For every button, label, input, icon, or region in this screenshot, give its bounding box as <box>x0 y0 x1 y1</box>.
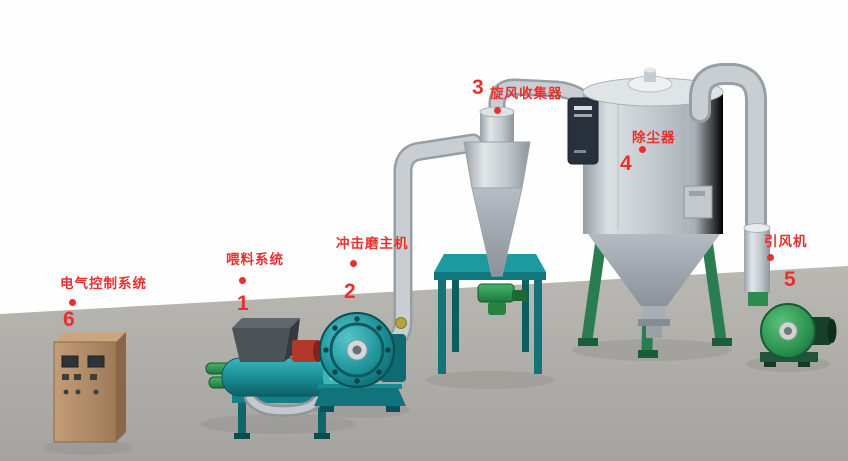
access-panel <box>683 185 713 219</box>
cabinet-display <box>87 355 105 368</box>
pipe-valve <box>395 317 407 329</box>
feeder-barrel <box>221 357 335 397</box>
draft-fan <box>743 223 837 367</box>
cyclone-collector <box>463 106 531 315</box>
floor <box>0 266 848 461</box>
feed-hopper <box>232 328 290 362</box>
fan-duct-pipe <box>689 63 767 247</box>
control-cabinet <box>53 332 126 443</box>
rotary-valve <box>477 283 515 303</box>
dust-collector-tank <box>567 67 732 358</box>
cabinet-display <box>61 355 79 368</box>
impact-mill <box>314 312 407 412</box>
feeder-motor <box>292 340 318 362</box>
fan-inlet-silencer <box>744 228 770 294</box>
